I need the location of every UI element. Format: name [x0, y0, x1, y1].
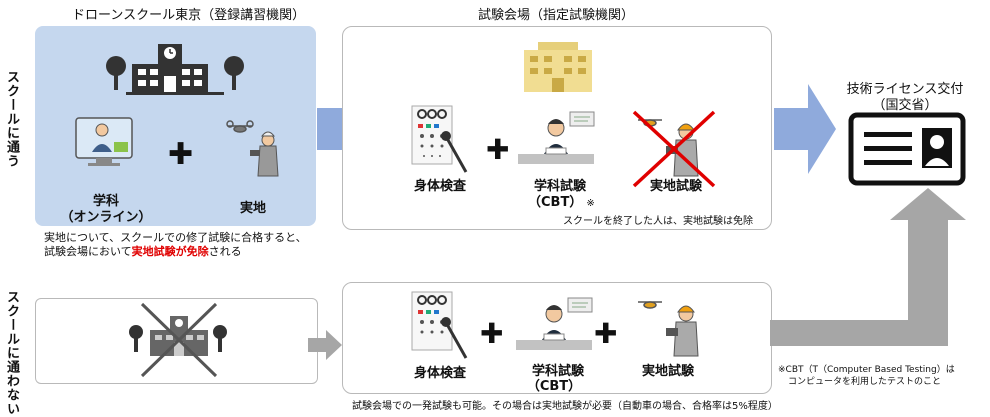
practical-label: 実地 [239, 201, 266, 216]
subject-online-label-1: 学科 [92, 194, 119, 209]
plus-icon: ✚ [486, 133, 510, 166]
school-attend-label: スクールに通う [4, 70, 19, 168]
plus-icon: ✚ [594, 317, 618, 350]
exemption-note-highlight: 実地試験が免除 [131, 245, 209, 258]
exemption-note-line2: 試験会場において実地試験が免除される [44, 243, 242, 259]
exam-building-icon [524, 42, 592, 92]
school-building-gray-icon [129, 316, 227, 356]
academic-exam-label-1: 学科試験 [533, 179, 586, 194]
license-title: 技術ライセンス交付 [846, 82, 964, 97]
exemption-note-part3: される [208, 245, 242, 258]
arrow-exam-to-license [774, 84, 836, 174]
cbt-test-icon [518, 111, 595, 164]
plus-icon: ✚ [480, 317, 504, 350]
online-class-icon [75, 117, 133, 166]
exemption-note-line1: 実地について、スクールでの修了試験に合格すると、 [44, 231, 307, 244]
cbt-note-line1: ※CBT（T（Computer Based Testing）は [778, 365, 955, 375]
school-header: ドローンスクール東京（登録講習機関） [72, 8, 306, 23]
gray-cross-mark-icon [140, 302, 218, 378]
plus-icon: ✚ [168, 137, 194, 172]
practical-exam-icon [638, 301, 699, 357]
academic-exam-label-2: （CBT）※ [528, 191, 595, 210]
arrow-gray-to-license [770, 188, 966, 346]
arrow-gray-small [308, 330, 342, 360]
physical-exam-label-bottom: 身体検査 [413, 366, 466, 381]
exempt-note: スクールを終了した人は、実地試験は免除 [563, 216, 753, 227]
eye-chart-icon [411, 291, 468, 359]
exemption-note-part2: 試験会場において [44, 245, 132, 258]
practical-exam-label: 実地試験 [649, 179, 702, 194]
school-not-attend-label: スクールに通わない [4, 290, 19, 416]
cbt-test-icon [516, 297, 593, 350]
one-shot-exam-footnote: 試験会場での一発試験も可能。その場合は実地試験が必要（自動車の場合、合格率は5%… [352, 401, 778, 412]
academic-exam-label-bottom-2: （CBT） [526, 379, 582, 394]
license-card-icon [848, 112, 966, 186]
red-cross-mark-icon [632, 110, 716, 188]
cbt-note-line2: コンピュータを利用したテストのこと [788, 377, 942, 387]
exam-header: 試験会場（指定試験機関） [478, 8, 635, 23]
eye-chart-icon [411, 105, 468, 173]
school-building-icon [106, 44, 244, 95]
practical-exam-label-bottom: 実地試験 [641, 364, 694, 379]
drone-operator-icon [226, 120, 279, 177]
academic-exam-label-bottom-1: 学科試験 [531, 364, 584, 379]
physical-exam-label: 身体検査 [413, 179, 466, 194]
academic-exam-cbt: （CBT） [528, 195, 583, 210]
cbt-footnote-mark: ※ [586, 198, 595, 209]
license-subtitle: （国交省） [872, 98, 938, 113]
subject-online-label-2: （オンライン） [60, 210, 152, 225]
